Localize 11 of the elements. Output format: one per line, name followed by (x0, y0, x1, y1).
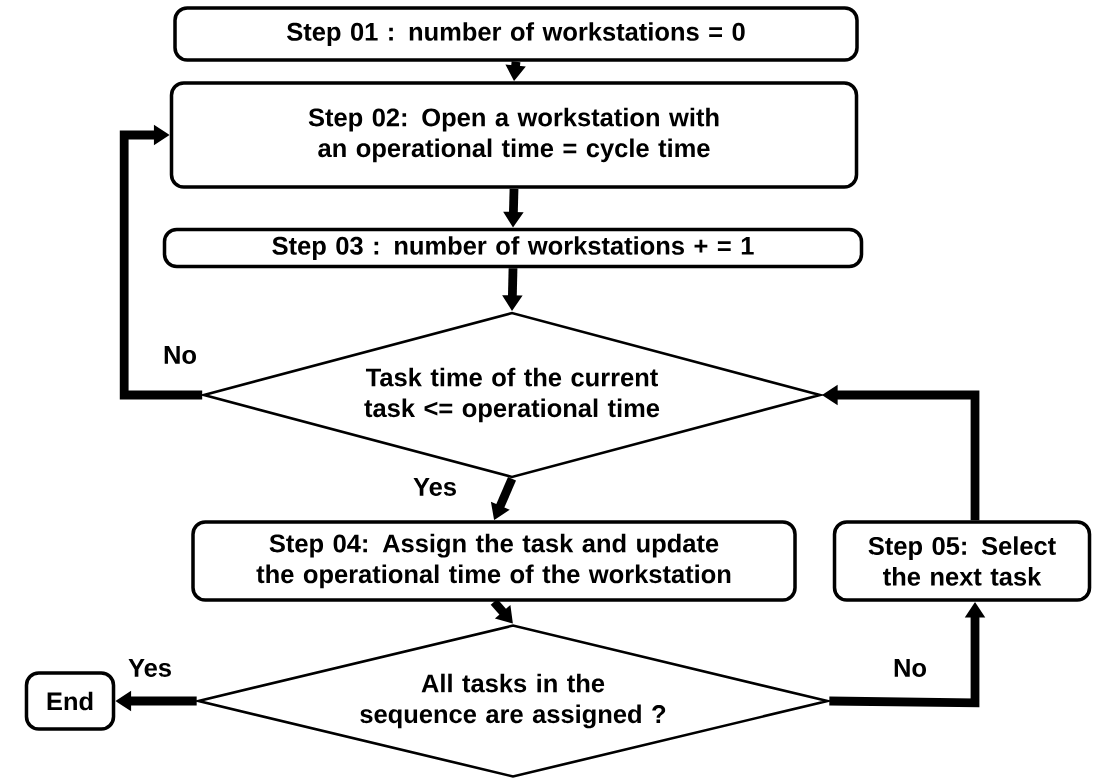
process-box: Step 03 : number of workstations + = 1 (162, 227, 864, 269)
edge-label: Yes (411, 476, 459, 498)
edge-label: No (891, 657, 929, 679)
terminal-box: End (24, 671, 116, 731)
process-box: Step 05: Select the next task (832, 520, 1092, 602)
edge-label: Yes (126, 657, 174, 679)
process-box: Step 02: Open a workstation with an operational time = cycle time (169, 81, 859, 189)
arrow (119, 124, 203, 400)
edge-label: No (161, 344, 199, 366)
process-box: Step 04: Assign the task and update the operational time of the workstation (191, 520, 797, 602)
process-box: Step 01 : number of workstations = 0 (173, 6, 859, 62)
